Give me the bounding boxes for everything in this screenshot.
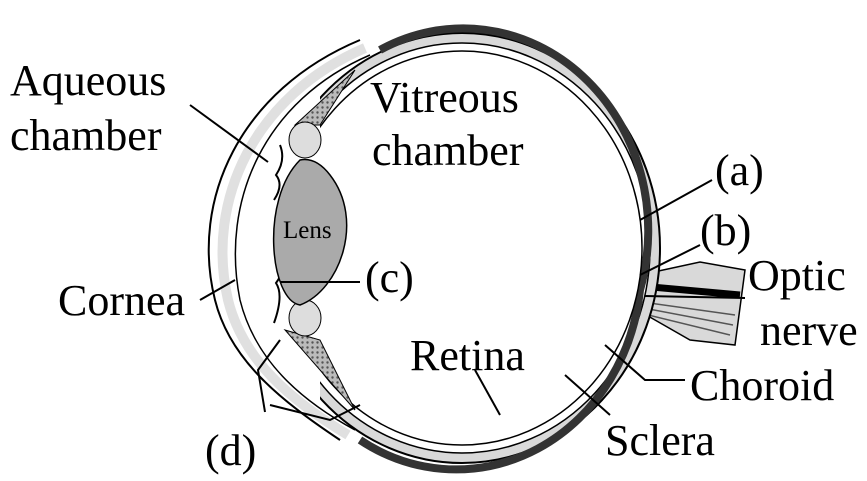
leader-lines	[189, 104, 746, 422]
label-d: (d)	[205, 426, 256, 475]
label-vitreous-chamber-line1: Vitreous	[370, 73, 519, 122]
lens	[273, 158, 348, 306]
label-lens: Lens	[283, 217, 332, 244]
cornea	[207, 39, 361, 441]
label-aqueous-chamber-line2: chamber	[10, 111, 162, 160]
label-sclera: Sclera	[605, 416, 715, 465]
label-b: (b)	[700, 206, 751, 255]
label-retina: Retina	[410, 331, 525, 380]
label-optic-nerve-line1: Optic	[748, 251, 846, 300]
label-c: (c)	[365, 253, 414, 302]
label-choroid: Choroid	[690, 361, 834, 410]
label-aqueous-chamber-line1: Aqueous	[10, 56, 166, 105]
label-optic-nerve-line2: nerve	[760, 306, 858, 355]
label-vitreous-chamber-line2: chamber	[372, 126, 524, 175]
label-cornea: Cornea	[58, 276, 185, 325]
label-a: (a)	[715, 146, 764, 195]
